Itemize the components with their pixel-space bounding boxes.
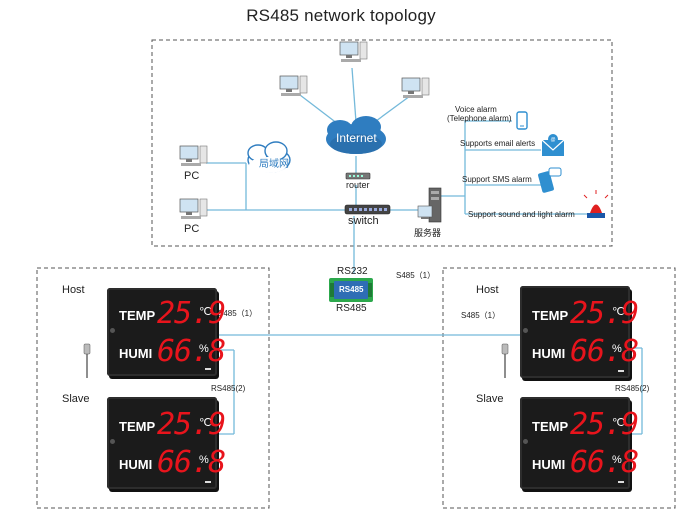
temp-value: 25.9 (157, 407, 226, 442)
right-sensor-probe-icon (501, 343, 509, 378)
temp-label: TEMP (532, 419, 569, 434)
internet-cloud-icon (326, 116, 386, 154)
sms-alarm-label: Support SMS alarm (462, 175, 532, 184)
display-plate (205, 481, 211, 483)
temp-unit: ℃ (199, 417, 212, 429)
temp-label: TEMP (119, 419, 156, 434)
pc-lan-1-label: PC (184, 170, 200, 182)
lan-label: 局域网 (259, 159, 289, 170)
left-s485-1-label: S485（1） (218, 309, 258, 318)
switch-label: switch (348, 215, 379, 227)
left-host-label: Host (62, 284, 85, 296)
right-slave-display: TEMP 25.9 ℃ HUMI 66.8 % (520, 397, 639, 489)
left-rs485-2-label: RS485(2) (211, 384, 246, 393)
humi-value: 66.8 (570, 334, 639, 369)
voice-alarm-label: Voice alarm (455, 105, 497, 114)
temp-value: 25.9 (570, 407, 639, 442)
left-sensor-probe-icon (83, 343, 91, 378)
diagram-title: RS485 network topology (246, 6, 436, 25)
router-icon (345, 172, 371, 180)
temp-value: 25.9 (157, 296, 226, 331)
display-plate (618, 370, 624, 372)
right-host-label: Host (476, 284, 499, 296)
humi-label: HUMI (119, 346, 153, 361)
temp-unit: ℃ (612, 417, 625, 429)
humi-value: 66.8 (570, 445, 639, 480)
converter-icon (329, 278, 373, 302)
display-knob (523, 328, 528, 333)
network-lines (145, 67, 643, 435)
left-group-dashed-border (36, 267, 270, 509)
left-slave-label: Slave (62, 393, 90, 405)
display-plate (205, 368, 211, 370)
temp-label: TEMP (119, 308, 156, 323)
display-knob (523, 439, 528, 444)
network-dashed-border (151, 39, 613, 247)
email-alert-label: Supports email alerts (460, 139, 536, 148)
humi-unit: % (199, 454, 209, 466)
display-knob (110, 328, 115, 333)
humi-unit: % (612, 343, 622, 355)
pc-top-left-icon (279, 75, 308, 96)
temp-unit: ℃ (612, 306, 625, 318)
pc-lan-1-icon (179, 145, 208, 166)
pc-top-right-icon (401, 77, 430, 98)
humi-unit: % (199, 343, 209, 355)
humi-label: HUMI (532, 346, 566, 361)
sms-icon (538, 167, 562, 193)
pc-lan-2-label: PC (184, 223, 200, 235)
humi-label: HUMI (119, 457, 153, 472)
lan-cloud-icon (247, 141, 291, 173)
left-host-display: TEMP 25.9 ℃ HUMI 66.8 % (107, 288, 226, 376)
right-slave-label: Slave (476, 393, 504, 405)
display-knob (110, 439, 115, 444)
pc-lan-2-icon (179, 198, 208, 219)
humi-value: 66.8 (157, 445, 226, 480)
temp-unit: ℃ (199, 306, 212, 318)
right-rs485-2-label: RS485(2) (615, 384, 650, 393)
phone-icon (516, 111, 528, 130)
left-slave-display: TEMP 25.9 ℃ HUMI 66.8 % (107, 397, 226, 489)
email-icon: @ (541, 134, 565, 156)
converter-body-label: RS485 (339, 285, 364, 294)
humi-label: HUMI (532, 457, 566, 472)
right-group-dashed-border (442, 267, 676, 509)
internet-label: Internet (336, 131, 377, 145)
display-plate (618, 481, 624, 483)
right-s485-1-label: S485（1） (461, 311, 501, 320)
temp-label: TEMP (532, 308, 569, 323)
humi-unit: % (612, 454, 622, 466)
alarm-light-icon (583, 190, 609, 218)
temp-value: 25.9 (570, 296, 639, 331)
converter-s485-label: S485（1） (396, 271, 436, 280)
server-label: 服务器 (414, 228, 442, 238)
right-host-display: TEMP 25.9 ℃ HUMI 66.8 % (520, 286, 639, 378)
switch-icon (344, 204, 391, 215)
router-label: router (346, 180, 370, 190)
sound-light-alarm-label: Support sound and light alarm (468, 210, 575, 219)
voice-alarm-sub-label: (Telephone alarm) (447, 114, 512, 123)
svg-text:@: @ (550, 137, 555, 143)
converter-top-label: RS232 (337, 266, 368, 277)
server-icon (417, 187, 442, 223)
converter-bottom-label: RS485 (336, 303, 367, 314)
humi-value: 66.8 (157, 334, 226, 369)
pc-top-center-icon (339, 41, 368, 62)
